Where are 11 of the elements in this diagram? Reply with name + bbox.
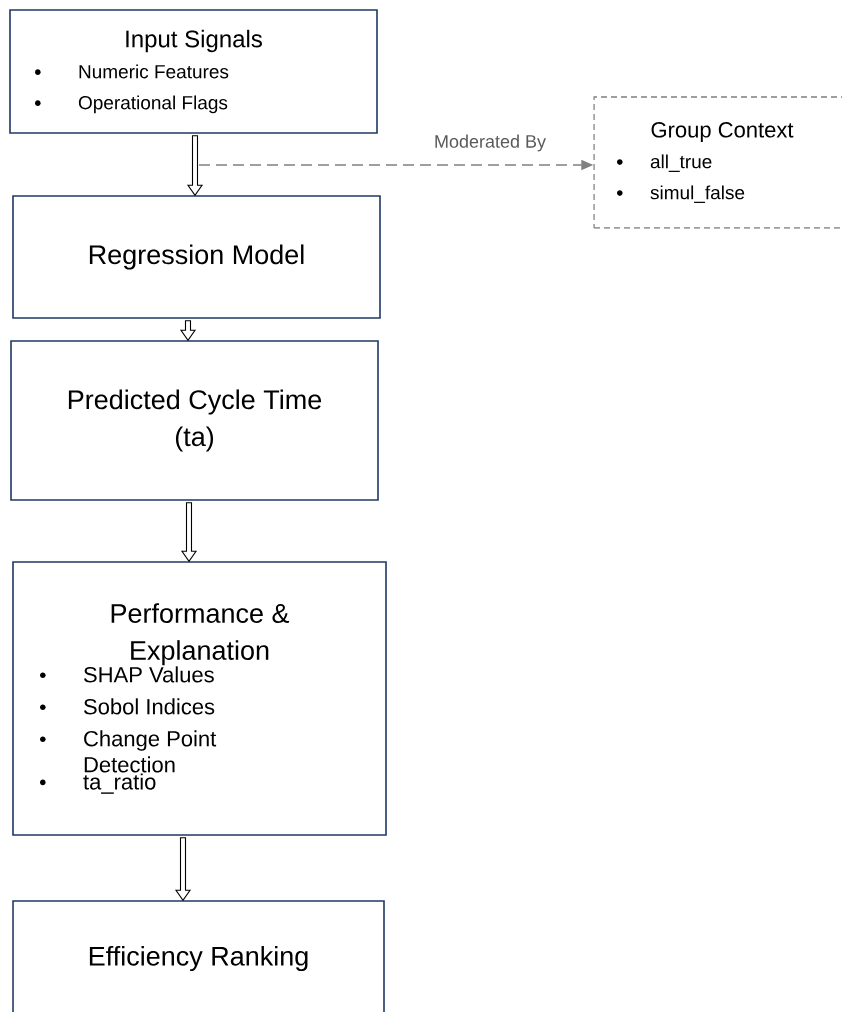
process-box: Regression Model bbox=[12, 195, 381, 319]
process-box: Predicted Cycle Time (ta) bbox=[10, 340, 379, 501]
arrow bbox=[186, 135, 204, 197]
process-box: Performance & Explanation SHAP Values Sobol Indices Change Point Detection ta_ratio bbox=[12, 561, 387, 836]
arrow bbox=[174, 837, 192, 902]
arrow bbox=[180, 502, 198, 563]
process-box: Input Signals Numeric Features Operational Flags bbox=[9, 9, 378, 134]
arrow bbox=[179, 320, 197, 342]
context-box: Group Context all_true simul_false bbox=[593, 96, 842, 229]
edge-label: Moderated By bbox=[432, 133, 548, 153]
process-box: Efficiency Ranking bbox=[12, 900, 385, 1012]
